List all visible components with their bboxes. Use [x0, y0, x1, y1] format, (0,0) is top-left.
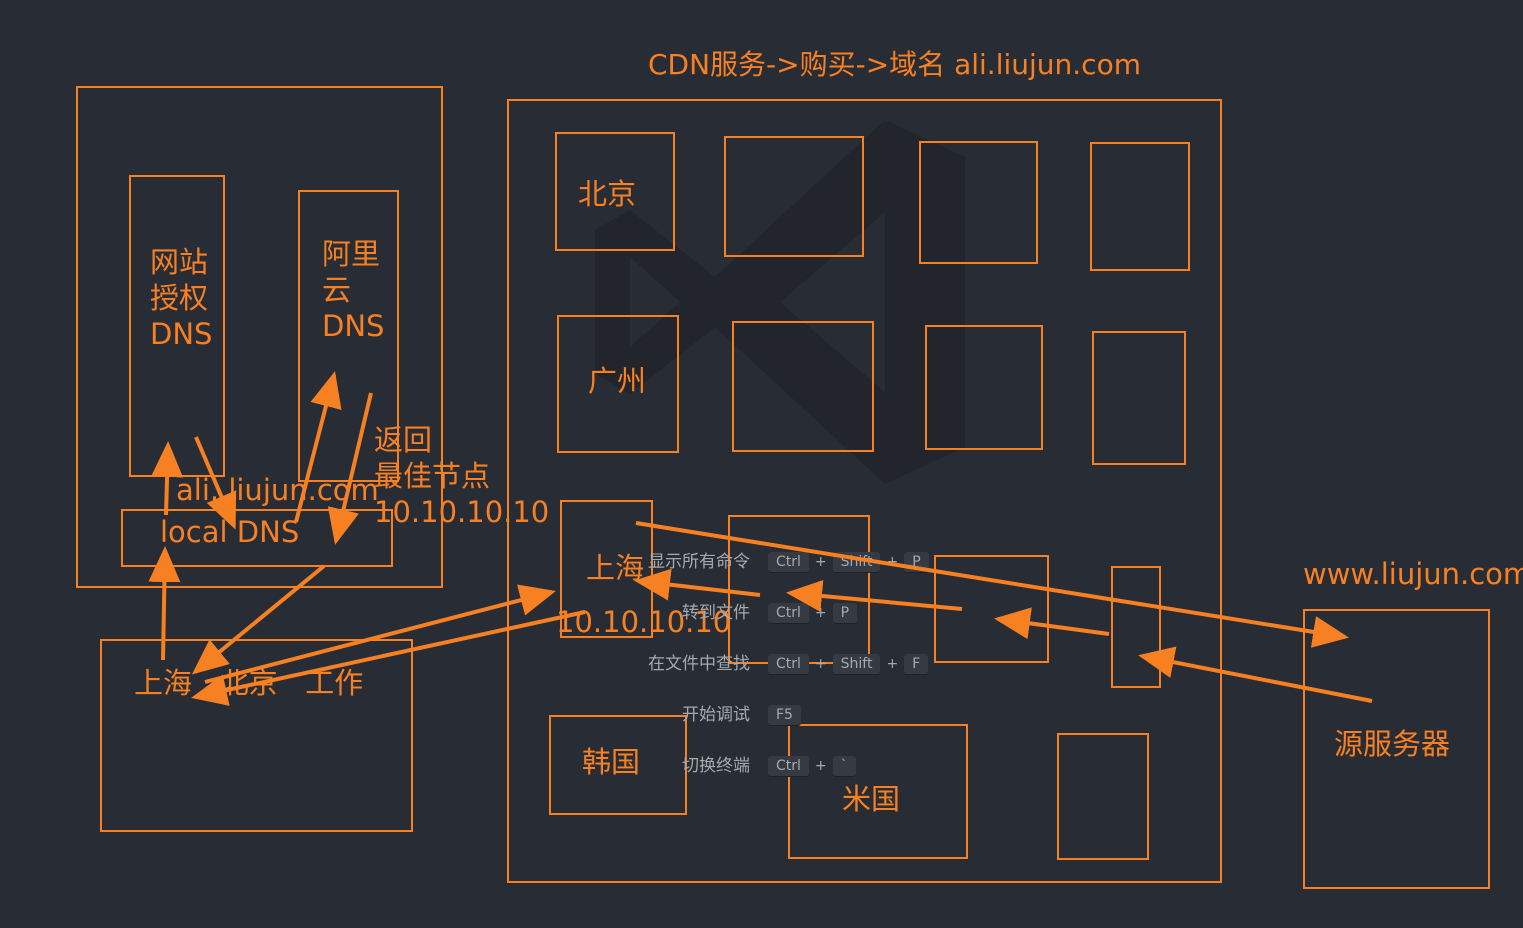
key-cap: Ctrl	[768, 551, 809, 573]
arrow-node-to-node	[786, 580, 963, 612]
shortcut-row[interactable]: 开始调试 F5	[620, 702, 940, 728]
aliyun-dns-label: 阿里 云 DNS	[322, 237, 385, 343]
arrow-node-to-shanghai	[634, 568, 761, 601]
arrow-aliyun-to-localdns	[327, 392, 373, 545]
origin-server-label: 源服务器	[1334, 727, 1451, 761]
arrow-localdns-to-user	[191, 564, 326, 675]
shortcut-keys: Ctrl+ Shift+ P	[768, 549, 929, 575]
origin-server-box	[1303, 609, 1490, 889]
node-beijing	[555, 132, 675, 251]
node-usa	[788, 724, 968, 859]
key-plus: +	[886, 554, 899, 570]
arrow-user-to-localdns	[148, 546, 181, 661]
key-cap: `	[832, 755, 856, 777]
key-plus: +	[814, 605, 827, 621]
node-box	[919, 141, 1038, 264]
arrow-shanghai-to-user	[191, 610, 586, 706]
origin-domain-label: www.liujun.com	[1303, 557, 1523, 591]
cdn-title: CDN服务->购买->域名 ali.liujun.com	[648, 48, 1141, 81]
key-cap: Ctrl	[768, 653, 809, 675]
local-dns-box	[121, 509, 393, 567]
user-box	[100, 639, 413, 832]
shortcut-name: 转到文件	[682, 603, 750, 623]
shortcut-row[interactable]: 显示所有命令 Ctrl+ Shift+ P	[620, 549, 940, 575]
shortcut-keys: F5	[768, 702, 801, 728]
key-plus: +	[814, 656, 827, 672]
node-box	[724, 136, 864, 257]
node-box	[934, 555, 1049, 663]
node-box	[1090, 142, 1190, 271]
key-plus: +	[814, 554, 827, 570]
return-best-node-label: 返回 最佳节点 10.10.10.10	[374, 423, 550, 529]
arrow-edge-to-node	[994, 607, 1110, 640]
auth-dns-label: 网站 授权 DNS	[150, 245, 213, 351]
key-cap: Shift	[832, 653, 881, 675]
dns-region	[76, 86, 443, 588]
arrow-origin-to-edge	[1138, 646, 1373, 703]
arrow-authdns-to-localdns	[194, 436, 237, 530]
shortcut-name: 显示所有命令	[648, 552, 750, 572]
node-box	[1057, 733, 1149, 860]
arrow-localdns-to-aliyun	[294, 371, 342, 523]
arrow-shanghai-to-origin	[635, 521, 1349, 648]
arrow-localdns-to-authdns	[151, 441, 184, 516]
node-beijing-label: 北京	[578, 177, 637, 211]
shortcut-row[interactable]: 切换终端 Ctrl + `	[620, 753, 940, 779]
key-cap: Ctrl	[768, 755, 809, 777]
node-box	[925, 325, 1043, 450]
cdn-region	[507, 99, 1222, 883]
node-korea	[549, 715, 687, 815]
shortcut-name: 在文件中查找	[648, 654, 750, 674]
shortcut-keys: Ctrl + `	[768, 753, 856, 779]
key-cap: P	[832, 602, 858, 624]
key-cap: F	[904, 653, 929, 675]
arrow-user-to-shanghai	[204, 584, 556, 684]
key-plus: +	[886, 656, 899, 672]
shortcut-row[interactable]: 在文件中查找 Ctrl + Shift + F	[620, 651, 940, 677]
shortcut-keys: Ctrl + Shift + F	[768, 651, 929, 677]
node-box	[1092, 331, 1186, 465]
shortcut-name: 开始调试	[682, 705, 750, 725]
node-guangzhou-label: 广州	[588, 364, 647, 398]
node-korea-label: 韩国	[582, 745, 641, 779]
node-guangzhou	[557, 315, 679, 453]
key-plus: +	[814, 758, 827, 774]
shortcut-name: 切换终端	[682, 756, 750, 776]
node-usa-label: 米国	[842, 782, 901, 816]
node-box	[732, 321, 874, 452]
node-box	[1111, 566, 1161, 688]
node-shanghai-ip: 10.10.10.10	[556, 605, 732, 639]
key-cap: F5	[768, 704, 801, 726]
